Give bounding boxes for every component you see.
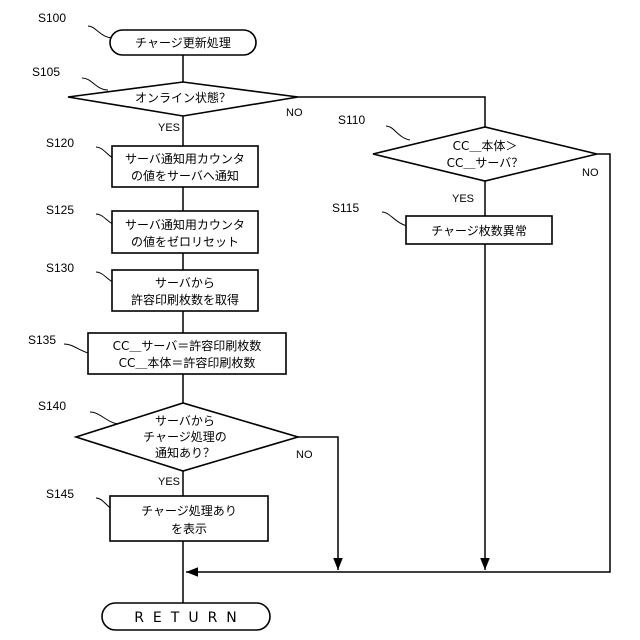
step-label-s130: S130 <box>46 261 74 275</box>
decision-online-label: オンライン状態？ <box>135 90 231 105</box>
cc-compare-line2: CC＿サーバ？ <box>447 156 524 170</box>
set-cc-line2: CC＿本体＝許容印刷枚数 <box>119 355 256 370</box>
charge-notify-line3: 通知あり？ <box>155 446 215 460</box>
step-label-s115: S115 <box>332 201 359 215</box>
s105-yes-label: YES <box>158 122 180 134</box>
show-charge-line2: を表示 <box>171 522 207 536</box>
step-label-s145: S145 <box>46 487 74 501</box>
charge-notify-line1: サーバから <box>155 414 215 428</box>
process-charge-error: チャージ枚数異常 <box>406 216 552 244</box>
step-label-s105: S105 <box>32 65 60 79</box>
leader-s115 <box>382 212 408 226</box>
leader-s110 <box>386 126 410 140</box>
start-terminal: チャージ更新処理 <box>110 30 256 55</box>
get-allowed-line1: サーバから <box>155 276 215 290</box>
process-get-allowed: サーバから 許容印刷枚数を取得 <box>112 270 258 311</box>
cc-compare-line1: CC＿本体＞ <box>453 139 518 153</box>
step-label-s110: S110 <box>338 113 365 127</box>
get-allowed-line2: 許容印刷枚数を取得 <box>131 292 239 307</box>
step-label-s100: S100 <box>38 11 66 25</box>
s110-no-label: NO <box>582 167 599 179</box>
step-label-s125: S125 <box>46 203 74 217</box>
step-label-s140: S140 <box>38 399 66 413</box>
charge-notify-line2: チャージ処理の <box>143 430 227 444</box>
set-cc-line1: CC＿サーバ＝許容印刷枚数 <box>113 338 262 353</box>
s140-no-label: NO <box>296 449 313 461</box>
decision-cc-compare: CC＿本体＞ CC＿サーバ？ <box>373 127 597 181</box>
s140-yes-label: YES <box>158 476 180 488</box>
leader-s105 <box>82 78 108 90</box>
decision-charge-notify: サーバから チャージ処理の 通知あり？ <box>76 403 298 471</box>
process-set-cc: CC＿サーバ＝許容印刷枚数 CC＿本体＝許容印刷枚数 <box>88 333 286 374</box>
step-label-s135: S135 <box>28 333 56 347</box>
s110-yes-label: YES <box>452 193 474 205</box>
show-charge-line1: チャージ処理あり <box>141 504 237 518</box>
process-reset-counter: サーバ通知用カウンタ の値をゼロリセット <box>112 211 258 253</box>
reset-counter-line1: サーバ通知用カウンタ <box>125 218 245 232</box>
reset-counter-line2: の値をゼロリセット <box>131 234 239 249</box>
step-label-s120: S120 <box>46 136 74 150</box>
return-terminal: RETURN <box>102 603 270 630</box>
s105-no-label: NO <box>286 107 303 119</box>
notify-counter-line1: サーバ通知用カウンタ <box>125 152 245 166</box>
notify-counter-line2: の値をサーバへ通知 <box>131 168 239 183</box>
process-show-charge: チャージ処理あり を表示 <box>110 496 268 541</box>
decision-online-check: オンライン状態？ <box>68 82 298 116</box>
start-label: チャージ更新処理 <box>135 35 231 50</box>
leader-s100 <box>88 26 114 38</box>
leader-s140 <box>90 412 118 424</box>
return-label: RETURN <box>134 610 246 626</box>
edge-s105-no <box>298 97 485 127</box>
process-notify-counter: サーバ通知用カウンタ の値をサーバへ通知 <box>112 146 258 187</box>
charge-error-label: チャージ枚数異常 <box>431 223 527 238</box>
